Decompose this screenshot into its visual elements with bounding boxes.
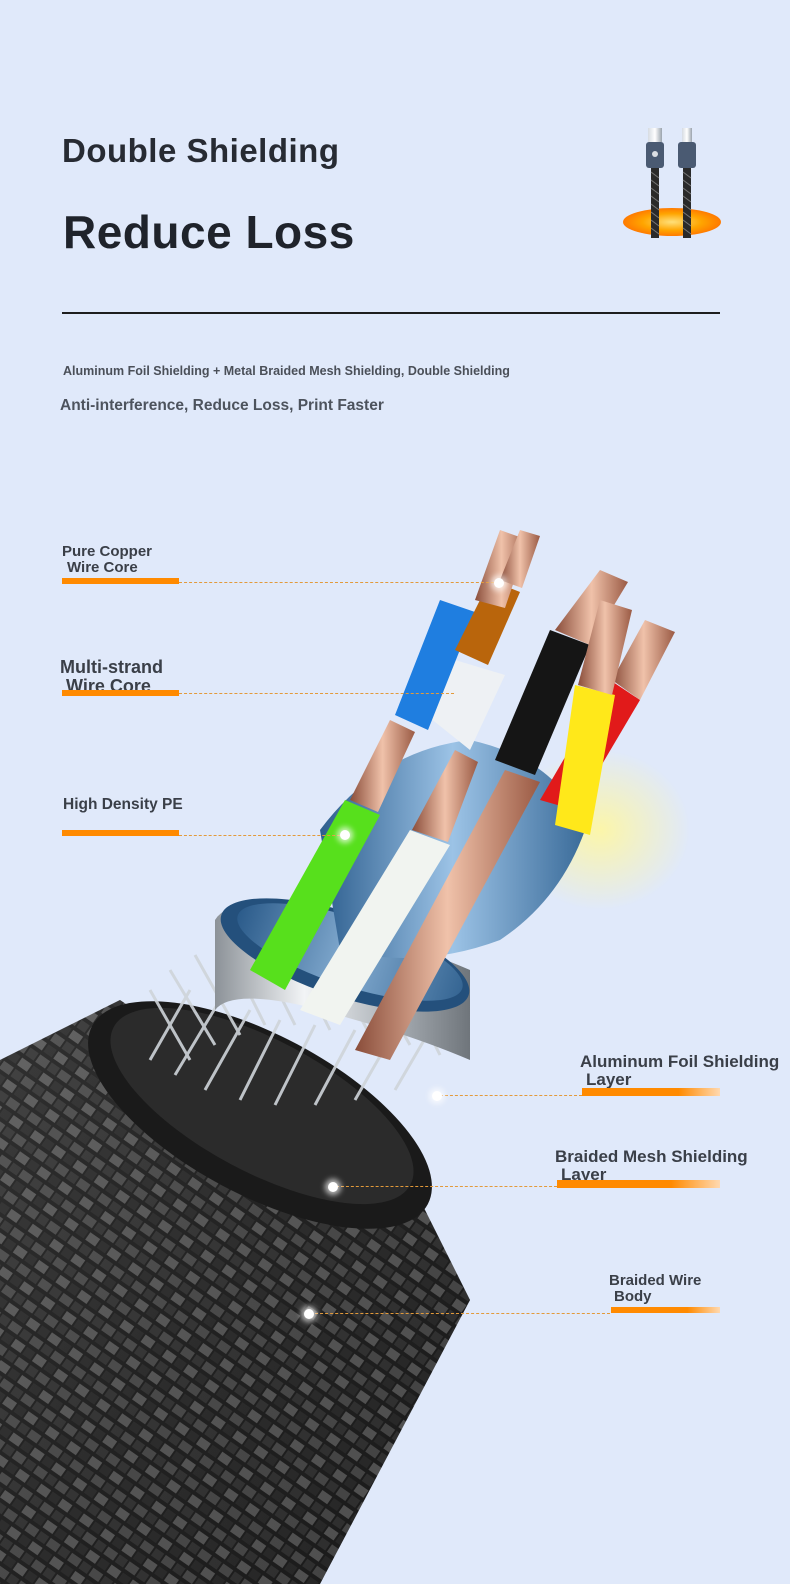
marker-dot	[328, 1182, 338, 1192]
callout-aluminum-foil: Aluminum Foil Shielding Layer	[580, 1053, 779, 1089]
callout-braided-mesh: Braided Mesh Shielding Layer	[555, 1148, 748, 1184]
shielding-description: Aluminum Foil Shielding + Metal Braided …	[63, 364, 510, 378]
callout-braided-wire-body: Braided Wire Body	[609, 1273, 701, 1305]
leader-line	[440, 1095, 582, 1096]
callout-high-density-pe: High Density PE	[63, 796, 183, 813]
headline-double-shielding: Double Shielding	[62, 132, 340, 169]
underline-bar	[582, 1088, 720, 1096]
marker-dot	[340, 830, 350, 840]
underline-bar	[557, 1180, 720, 1188]
leader-line	[310, 1313, 610, 1314]
marker-dot	[494, 578, 504, 588]
cable-cutaway-illustration	[0, 530, 690, 1584]
callout-multi-strand-line1: Multi-strand	[60, 657, 163, 677]
underline-bar	[62, 690, 179, 696]
leader-line	[179, 582, 499, 583]
underline-bar	[611, 1307, 720, 1313]
callout-pure-copper: Pure Copper Wire Core	[62, 544, 152, 576]
underline-bar	[62, 830, 179, 836]
header-divider	[62, 312, 720, 314]
callout-pure-copper-line1: Pure Copper	[62, 543, 153, 560]
marker-dot	[432, 1091, 442, 1101]
leader-line	[179, 693, 454, 694]
underline-bar	[62, 578, 179, 584]
marker-dot	[304, 1309, 314, 1319]
leader-line	[179, 835, 345, 836]
callout-braided-mesh-line1: Braided Mesh Shielding	[555, 1147, 748, 1166]
callout-pure-copper-line2: Wire Core	[67, 558, 138, 576]
callout-braided-mesh-line2: Layer	[561, 1164, 607, 1184]
benefits-description: Anti-interference, Reduce Loss, Print Fa…	[60, 397, 384, 414]
usb-printer-cable-icon	[623, 128, 721, 238]
callout-high-density-pe-line1: High Density PE	[63, 796, 183, 813]
headline-reduce-loss: Reduce Loss	[63, 206, 355, 258]
callout-aluminum-foil-line1: Aluminum Foil Shielding	[580, 1052, 780, 1071]
callout-braided-wire-body-line2: Body	[614, 1287, 652, 1305]
callout-aluminum-foil-line2: Layer	[586, 1069, 632, 1089]
leader-line	[336, 1186, 557, 1187]
callout-braided-wire-body-line1: Braided Wire	[609, 1272, 702, 1289]
